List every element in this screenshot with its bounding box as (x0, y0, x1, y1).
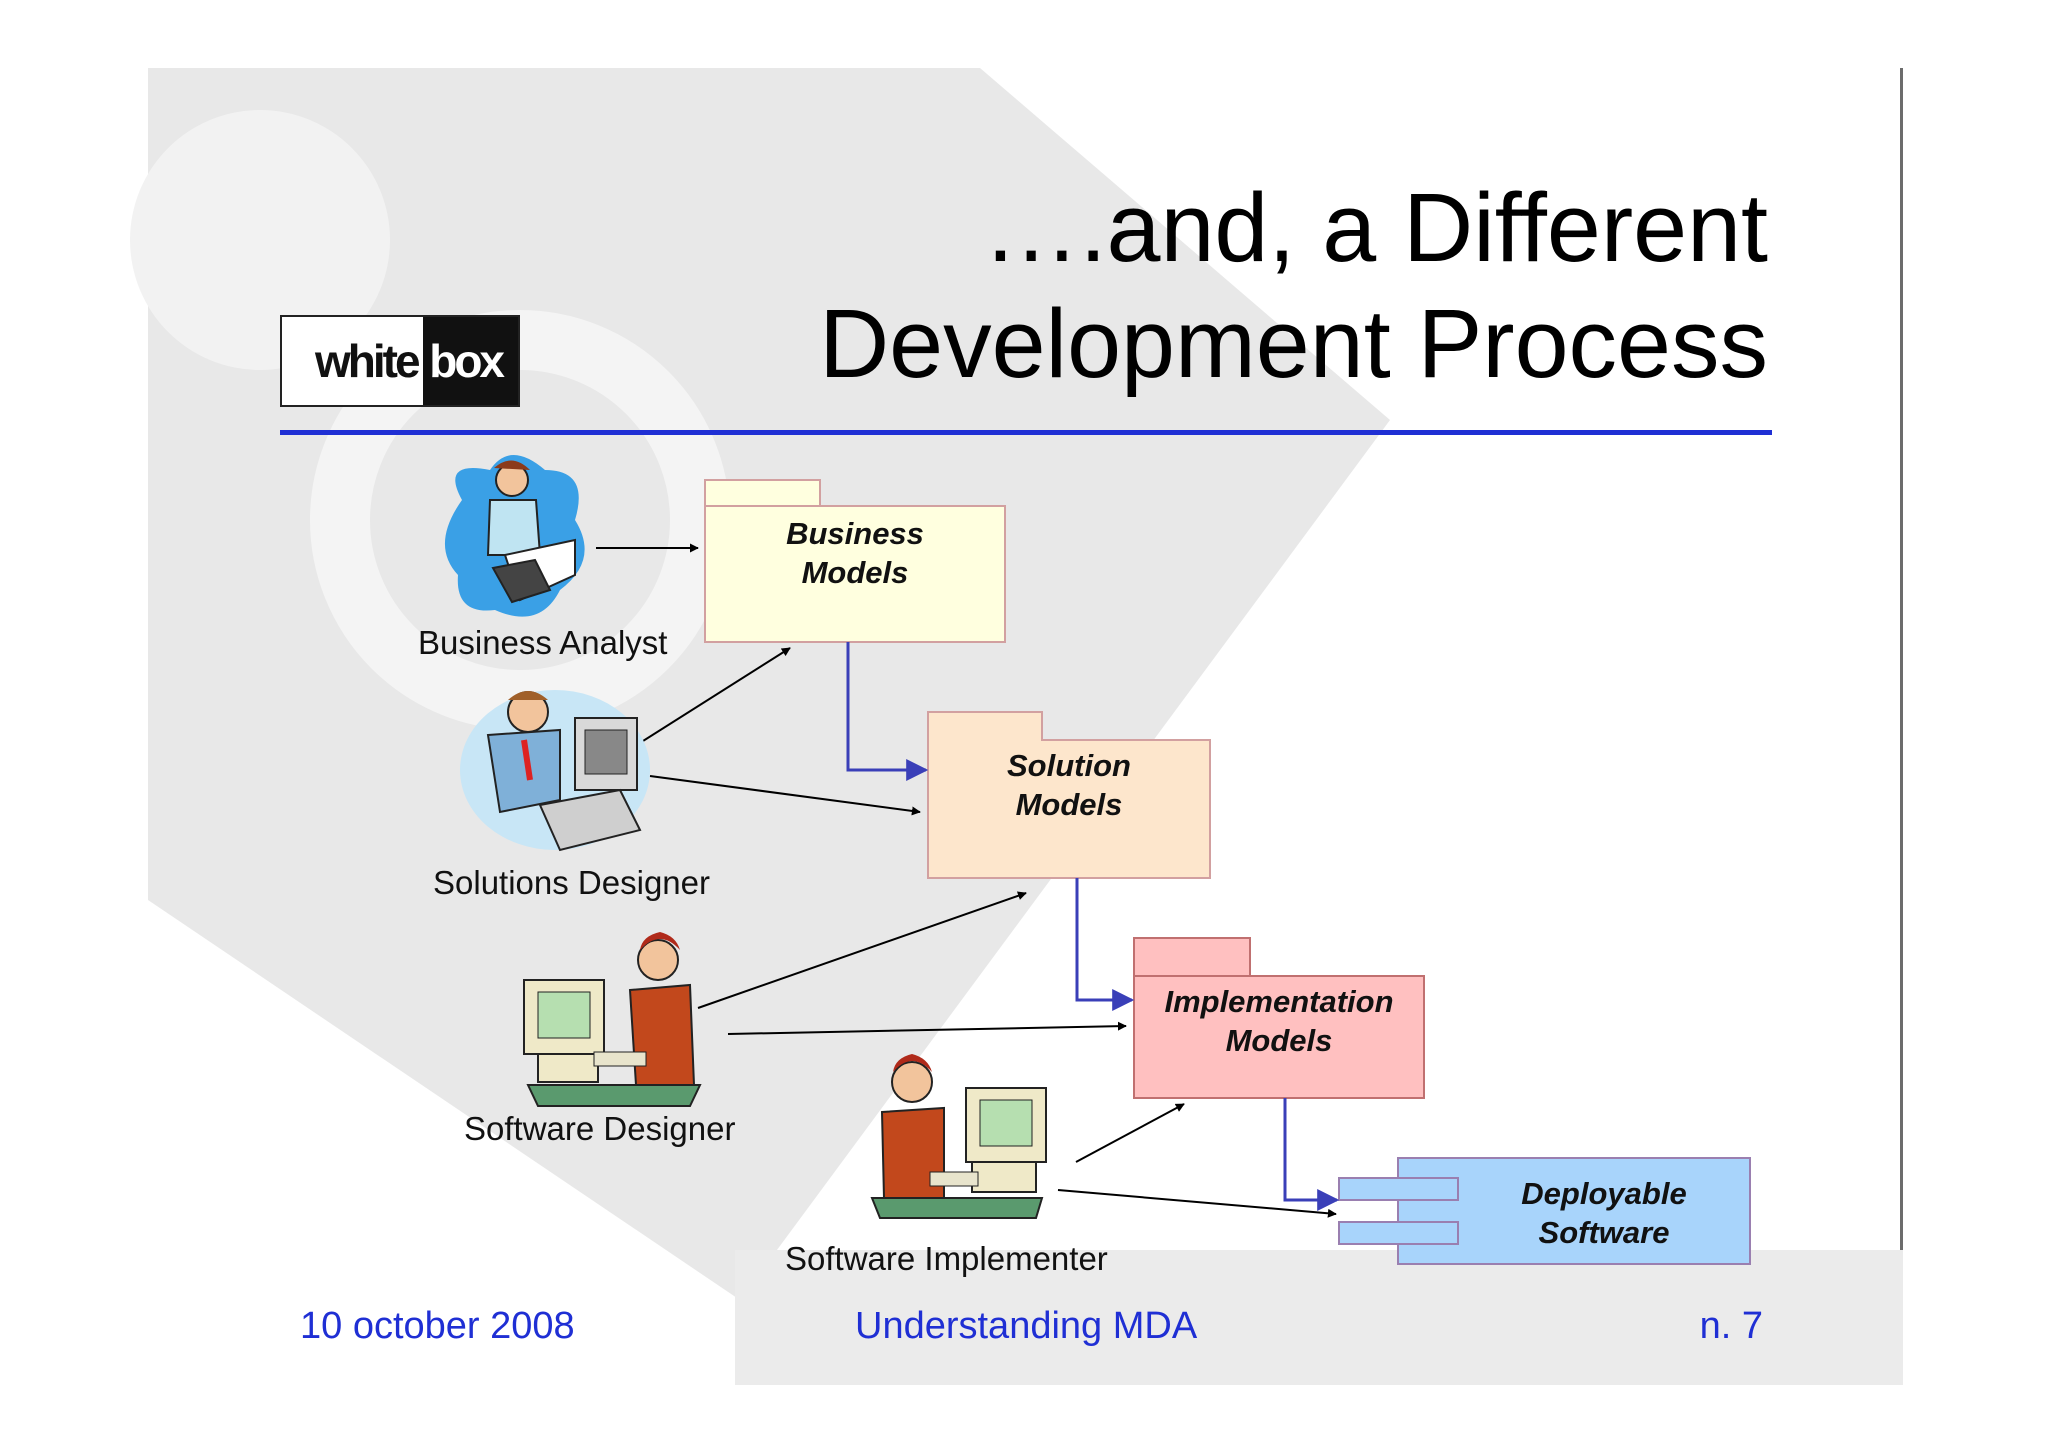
implementation-models-line-1: Implementation (1164, 984, 1394, 1019)
logo-white-text: white (315, 335, 421, 387)
footer-panel (735, 1250, 1903, 1385)
implementation-models-line-2: Models (1225, 1023, 1333, 1058)
role-label-solutions-designer: Solutions Designer (433, 864, 710, 901)
connector-implementation-to-deployable (1283, 1098, 1340, 1211)
logo-box-text: box (423, 317, 518, 405)
implementation-models-label: Implementation Models (1134, 982, 1424, 1060)
connector-solution-to-implementation (1075, 878, 1135, 1011)
software-implementer-figure (870, 1054, 1047, 1219)
title-line-2: Development Process (819, 289, 1768, 398)
arrow-solutions-designer-to-solution (649, 775, 921, 816)
deployable-software-component (1338, 1157, 1751, 1265)
role-label-software-implementer: Software Implementer (785, 1240, 1108, 1277)
solution-models-label: Solution Models (928, 746, 1210, 824)
arrow-implementer-to-deployable (1057, 1189, 1337, 1218)
title-rule (280, 430, 1772, 435)
footer-title: Understanding MDA (855, 1305, 1198, 1347)
business-models-line-2: Models (801, 555, 909, 590)
deployable-software-line-2: Software (1538, 1215, 1670, 1250)
deployable-software-line-1: Deployable (1521, 1176, 1687, 1211)
solution-models-line-2: Models (1015, 787, 1123, 822)
arrow-implementer-to-implementation (1075, 1103, 1185, 1163)
role-label-business-analyst: Business Analyst (418, 624, 668, 661)
page-title: ….and, a Different Development Process (819, 170, 1768, 402)
business-models-label: Business Models (705, 514, 1005, 592)
connector-business-to-solution (846, 642, 929, 781)
arrow-software-designer-to-implementation (727, 1021, 1127, 1035)
arrow-software-designer-to-solution (697, 891, 1027, 1009)
arrow-solutions-designer-to-business (631, 647, 791, 749)
business-models-folder (704, 479, 1006, 643)
business-models-line-1: Business (786, 516, 924, 551)
footer-page-number: n. 7 (1699, 1305, 1763, 1347)
deployable-software-label: Deployable Software (1458, 1174, 1750, 1252)
whitebox-logo: white box (280, 315, 520, 407)
software-designer-figure (523, 932, 702, 1107)
solution-models-line-1: Solution (1007, 748, 1131, 783)
title-line-1: ….and, a Different (982, 173, 1768, 282)
solution-models-folder (927, 711, 1211, 879)
right-divider-line (1900, 68, 1903, 1250)
footer-date: 10 october 2008 (300, 1305, 575, 1347)
watermark-dot (130, 110, 390, 370)
role-label-software-designer: Software Designer (464, 1110, 736, 1147)
business-analyst-figure (444, 455, 585, 617)
implementation-models-folder (1133, 937, 1425, 1099)
solutions-designer-figure (460, 690, 650, 852)
